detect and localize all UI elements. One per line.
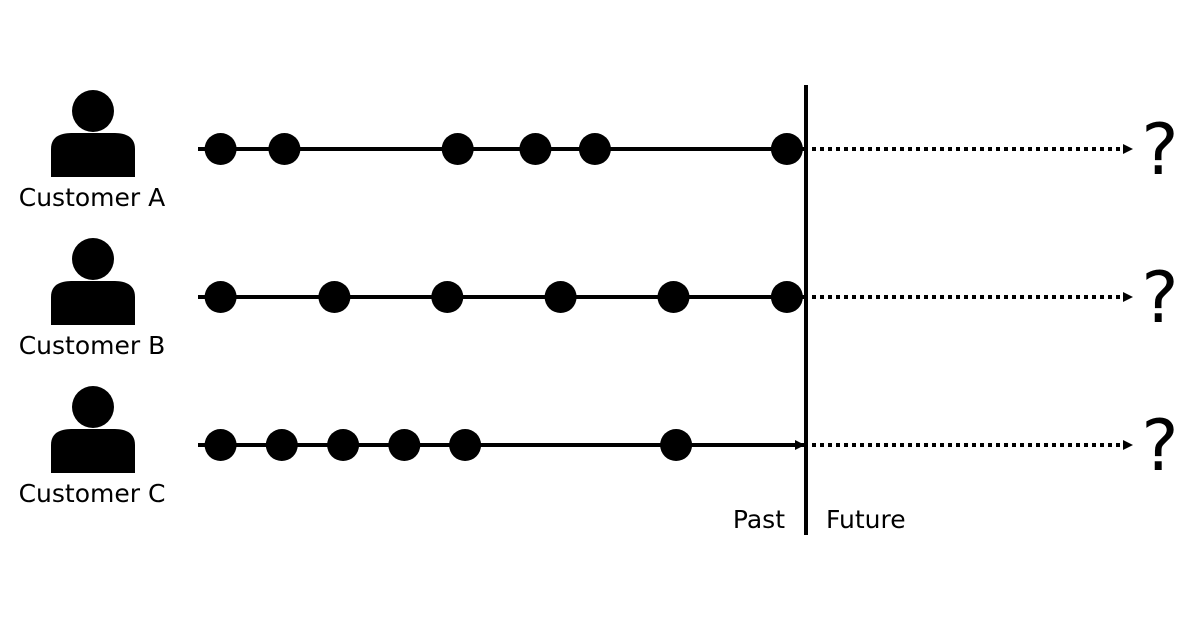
past-label: Past xyxy=(733,505,785,534)
event-marker xyxy=(449,429,482,461)
event-marker xyxy=(204,429,237,461)
event-marker xyxy=(431,281,464,313)
event-marker xyxy=(657,281,690,313)
event-marker xyxy=(388,429,421,461)
customer-row: Customer B ? xyxy=(19,238,1179,360)
question-mark-icon: ? xyxy=(1141,109,1178,191)
event-marker xyxy=(204,281,237,313)
event-markers xyxy=(204,429,693,461)
event-marker xyxy=(318,281,351,313)
event-marker xyxy=(268,133,301,165)
event-markers xyxy=(204,281,803,313)
event-marker xyxy=(770,133,803,165)
event-marker xyxy=(770,281,803,313)
event-markers xyxy=(204,133,803,165)
customer-name-label: Customer A xyxy=(19,183,165,212)
person-icon xyxy=(51,238,135,325)
person-icon xyxy=(51,386,135,473)
question-mark-icon: ? xyxy=(1141,257,1178,339)
event-marker xyxy=(441,133,474,165)
event-marker xyxy=(265,429,298,461)
event-marker xyxy=(578,133,611,165)
question-mark-icon: ? xyxy=(1141,405,1178,487)
event-marker xyxy=(660,429,693,461)
customer-name-label: Customer B xyxy=(19,331,166,360)
event-marker xyxy=(519,133,552,165)
future-label: Future xyxy=(826,505,906,534)
customer-name-label: Customer C xyxy=(19,479,166,508)
person-icon xyxy=(51,90,135,177)
customer-row: Customer A ? xyxy=(19,90,1179,212)
event-marker xyxy=(327,429,360,461)
event-marker xyxy=(204,133,237,165)
customer-row: Customer C ? xyxy=(19,386,1179,508)
event-marker xyxy=(544,281,577,313)
